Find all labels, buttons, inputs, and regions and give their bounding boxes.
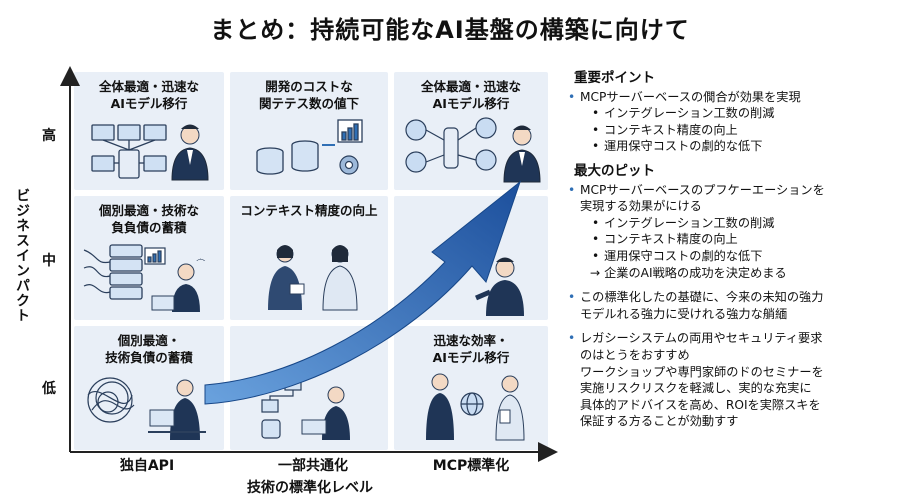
globe-icon <box>460 392 484 416</box>
section-heading-key-points: 重要ポイント <box>574 70 655 86</box>
key-point-item: インテグレーション工数の削減 <box>604 106 775 121</box>
x-tick-partial: 一部共通化 <box>278 458 348 474</box>
people-discussion-icon <box>268 245 358 311</box>
x-axis-label: 技術の標準化レベル <box>247 480 373 496</box>
computer-network-icon <box>91 124 167 179</box>
cell-mid-mid: コンテキスト精度の向上 <box>230 196 388 320</box>
cell-mid-mid-label: コンテキスト精度の向上 <box>240 203 378 218</box>
foundation-line1: この標準化したの基礎に、今来の未知の強力 <box>580 290 824 305</box>
bar-chart-icon <box>337 119 363 143</box>
bullet-icon: • <box>592 215 600 230</box>
server-rack-icon <box>109 244 143 300</box>
presenter-icon <box>475 257 524 316</box>
bullet-icon: • <box>592 232 600 247</box>
cell-mid-left-label: 個別最適・技術な 負負債の蓄積 <box>98 203 199 235</box>
cell-top-right-label: 全体最適・迅速な AIモデル移行 <box>420 79 521 111</box>
benefit-item: コンテキスト精度の向上 <box>604 232 738 247</box>
x-tick-proprietary: 独自API <box>119 458 175 474</box>
bullet-icon: • <box>592 248 600 263</box>
frustrated-worker-icon <box>148 379 206 440</box>
stressed-worker-icon: ෴ <box>151 254 206 312</box>
key-point-bullet: MCPサーバーベースの僩合が効果を実現 <box>580 89 801 104</box>
recommendation-line3: ワークショップや専門家師のドのセミナーを <box>580 364 824 379</box>
cell-bot-right: 迅速な効率・ AIモデル移行 <box>394 326 548 450</box>
x-tick-mcp: MCP標準化 <box>432 458 510 474</box>
y-tick-mid: 中 <box>42 253 56 269</box>
database-icon <box>256 140 319 175</box>
recommendation-line5: 具体的アドバイスを高め、ROIを実際スキを <box>580 397 821 412</box>
foundation-line2: モデルれる強力に受けれる強力な艄緬 <box>580 306 788 321</box>
bullet-icon: • <box>568 182 576 197</box>
bullet-icon: • <box>568 290 576 305</box>
y-axis-label: ビジネスインパクト <box>14 187 30 323</box>
summary-panel: 重要ポイント • MCPサーバーベースの僩合が効果を実現 • インテグレーション工数… <box>568 70 896 430</box>
cell-bot-right-label: 迅速な効率・ AIモデル移行 <box>432 333 510 365</box>
growth-arrow <box>204 180 522 405</box>
cell-top-left-label: 全体最適・迅速な AIモデル移行 <box>98 79 199 111</box>
business-pair-icon <box>426 373 525 441</box>
bullet-icon: • <box>592 139 600 154</box>
laptop-worker-icon <box>301 386 350 440</box>
y-tick-high: 高 <box>42 128 56 144</box>
key-point-item: コンテキスト精度の向上 <box>604 122 738 137</box>
page-title: まとめ：持続可能なAI基盤の構築に向けて <box>210 16 690 44</box>
recommendation-line4: 実施リスクリスクを軽減し、実的な充実に <box>580 381 812 396</box>
wires-icon <box>83 249 111 294</box>
benefit-bullet-line2: 実現する効果がにける <box>580 199 702 214</box>
recommendation-line2: のはとうをおすすめ <box>580 347 690 362</box>
section-heading-biggest-benefit: 最大のピット <box>574 162 655 179</box>
recommendation-line1: レガシーシステムの両用やセキュリティ要求 <box>580 331 823 346</box>
bullet-icon: • <box>592 106 600 121</box>
benefit-conclusion: → 企業のAI戦略の成功を決定めまる <box>590 265 787 280</box>
ai-brain-icon <box>405 117 497 173</box>
bullet-icon: • <box>568 89 576 104</box>
cell-bot-left-label: 個別最適・ 技術負債の蓄積 <box>105 333 193 365</box>
key-point-item: 運用保守コストの劇的な低下 <box>604 139 763 154</box>
cell-top-mid-label: 開発のコストな 関テテス数の値下 <box>258 79 359 111</box>
bar-chart-icon <box>144 247 166 265</box>
benefit-item: 運用保守コストの劇的な低下 <box>604 248 763 263</box>
bullet-icon: • <box>568 331 576 346</box>
y-tick-low: 低 <box>42 381 56 397</box>
gear-icon <box>339 155 359 175</box>
benefit-bullet-line1: MCPサーバーベースのプフケーエーションを <box>580 182 825 197</box>
recommendation-line6: 保証する方ることが効動すす <box>580 414 739 429</box>
benefit-item: インテグレーション工数の削減 <box>604 215 775 230</box>
bullet-icon: • <box>592 122 600 137</box>
businessman-icon <box>171 124 209 181</box>
businessman-icon <box>503 125 541 183</box>
svg-text:෴: ෴ <box>196 254 206 265</box>
tangled-lines-icon <box>87 377 135 423</box>
